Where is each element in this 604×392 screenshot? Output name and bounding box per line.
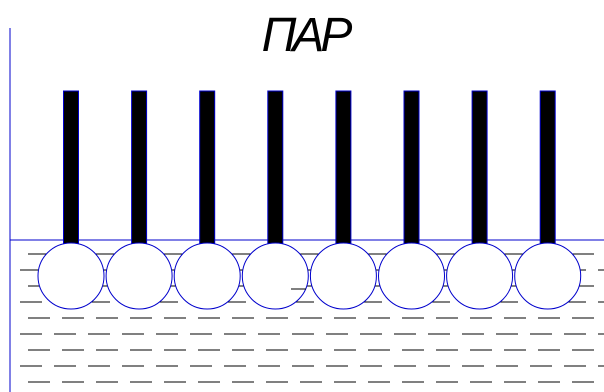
hydrophilic-head [173, 242, 241, 310]
hydrophobic-tail [131, 90, 148, 245]
surfactant-molecule [378, 90, 445, 310]
vapor-label: ПАР [262, 9, 353, 62]
hydrophilic-head [37, 242, 105, 310]
hydrophilic-head [446, 242, 514, 310]
hydrophilic-head [105, 242, 173, 310]
hydrophobic-tail [63, 90, 79, 245]
hydrophobic-tail [267, 90, 284, 245]
hydrophilic-head [309, 242, 377, 310]
hydrophobic-tail [199, 90, 216, 245]
hydrophobic-tail [403, 90, 420, 245]
hydrophilic-head [241, 242, 309, 310]
surfactant-molecule [309, 90, 377, 310]
water-layer [9, 28, 604, 392]
hydrophobic-tail [471, 90, 488, 245]
surfactant-molecule [37, 90, 105, 310]
surfactant-molecule [173, 90, 241, 310]
surfactant-molecule [105, 90, 173, 310]
hydrophilic-head [514, 242, 582, 310]
hydrophobic-tail [335, 90, 352, 245]
surfactant-molecule [446, 90, 514, 310]
surfactant-molecule [241, 90, 309, 310]
hydrophobic-tail [539, 90, 556, 245]
molecule-layer [37, 90, 582, 310]
surfactant-molecule [514, 90, 582, 310]
hydrophilic-head [378, 242, 445, 310]
